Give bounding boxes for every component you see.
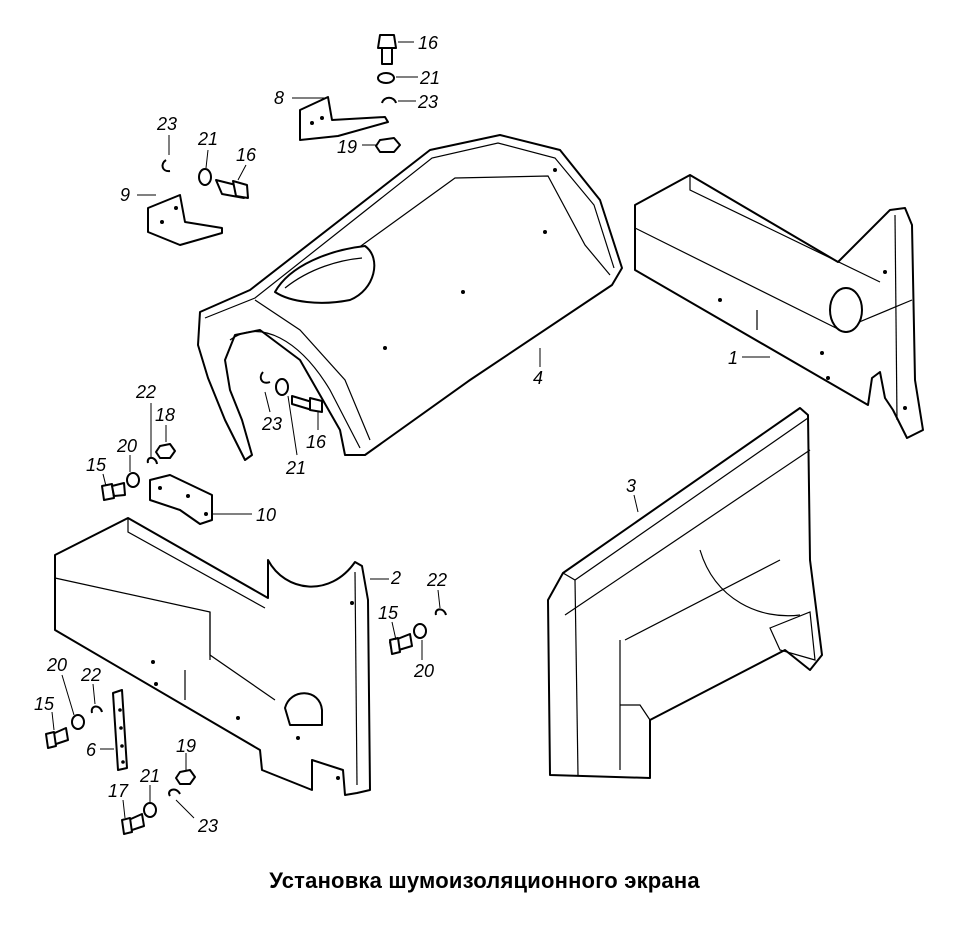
callout-2: 2 [390, 568, 401, 588]
callout-15-mid: 15 [86, 455, 107, 475]
part-10-bracket [149, 474, 213, 525]
nut-19-top [375, 137, 401, 153]
callout-16-mid: 16 [306, 432, 327, 452]
callout-21-bottom: 21 [139, 766, 160, 786]
washer-20-mid [126, 472, 140, 488]
callout-labels: 16 21 23 19 8 23 21 16 9 23 21 16 4 1 3 … [34, 33, 738, 836]
callout-3: 3 [626, 476, 636, 496]
washer-21-top [377, 72, 395, 84]
callout-20-mid: 20 [116, 436, 137, 456]
callout-23-bottom: 23 [197, 816, 218, 836]
drawing-caption: Установка шумоизоляционного экрана [269, 868, 700, 893]
bolt-15-mid [101, 482, 126, 501]
washer-20-left [71, 714, 85, 730]
washer-21-left [198, 168, 212, 186]
part-4-hood-shield [197, 134, 623, 461]
callout-4: 4 [533, 368, 543, 388]
callout-21-mid: 21 [285, 458, 306, 478]
bolt-16-left [215, 179, 249, 199]
part-3-deflector [547, 407, 823, 779]
part-8-bracket [299, 96, 389, 141]
callout-10: 10 [256, 505, 276, 525]
bolt-16-mid [291, 395, 323, 413]
callout-20-right: 20 [413, 661, 434, 681]
spring-washer-23-bottom [168, 788, 181, 797]
part-2-left-panel [54, 517, 371, 796]
callout-16-top: 16 [418, 33, 439, 53]
callout-19-top: 19 [337, 137, 357, 157]
nut-19-bottom [175, 769, 196, 785]
washer-21-bottom [143, 802, 157, 818]
callout-19-bottom: 19 [176, 736, 196, 756]
callout-21-top: 21 [419, 68, 440, 88]
callout-15-right: 15 [378, 603, 399, 623]
spring-washer-22-left [90, 705, 103, 714]
bolt-15-right [389, 633, 413, 655]
callout-9: 9 [120, 185, 130, 205]
callout-20-left: 20 [46, 655, 67, 675]
spring-washer-22-mid [146, 456, 158, 465]
nut-18 [155, 443, 176, 459]
callout-23-left: 23 [156, 114, 177, 134]
part-9-bracket [147, 194, 223, 246]
callout-22-right: 22 [426, 570, 447, 590]
spring-washer-23-top [381, 96, 397, 104]
callout-22-left: 22 [80, 665, 101, 685]
callout-23-mid: 23 [261, 414, 282, 434]
callout-1: 1 [728, 348, 738, 368]
leader-lines [51, 41, 770, 819]
callout-16-left: 16 [236, 145, 257, 165]
part-1-right-panel [634, 174, 924, 439]
bolt-17 [121, 813, 145, 835]
spring-washer-22-right [434, 608, 447, 616]
callout-22-mid: 22 [135, 382, 156, 402]
callout-17: 17 [108, 781, 129, 801]
callout-23-top: 23 [417, 92, 438, 112]
callout-15-left: 15 [34, 694, 55, 714]
callout-18: 18 [155, 405, 175, 425]
washer-21-mid [275, 378, 289, 396]
callout-8: 8 [274, 88, 284, 108]
part-6-strip [112, 689, 128, 771]
bolt-15-left [45, 727, 69, 749]
spring-washer-23-mid [259, 371, 271, 384]
bolt-16-top [377, 34, 397, 65]
washer-20-right [413, 623, 427, 639]
callout-21-left: 21 [197, 129, 218, 149]
spring-washer-23-left [161, 159, 171, 173]
callout-6: 6 [86, 740, 97, 760]
